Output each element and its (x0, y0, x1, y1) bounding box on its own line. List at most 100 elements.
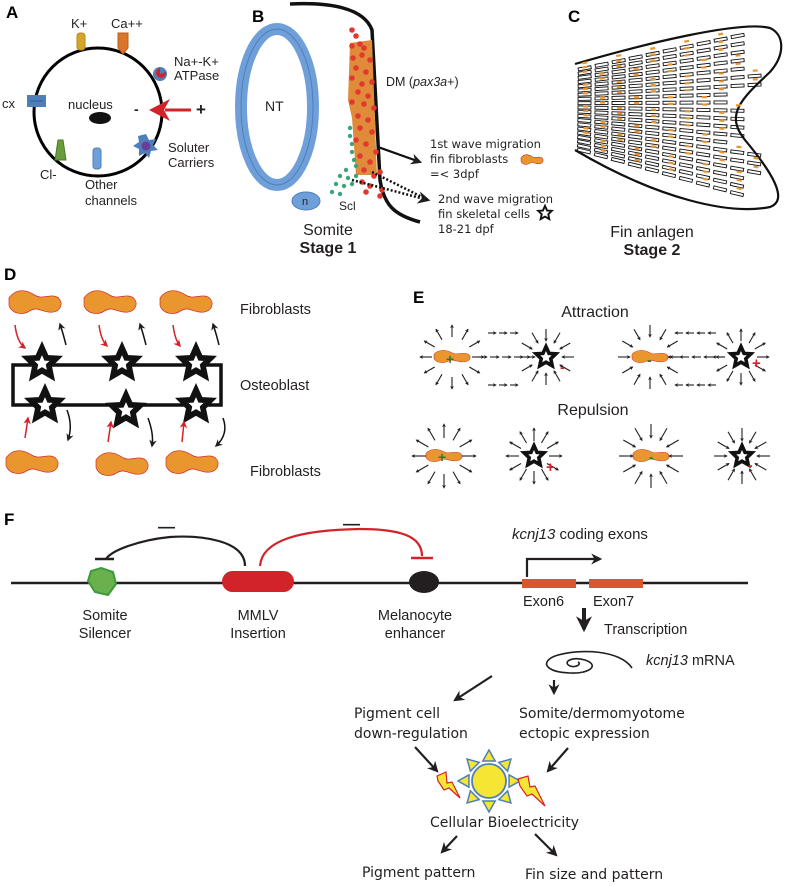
arrow-to-pigment-cell (453, 675, 493, 702)
fibroblast-icon (159, 289, 213, 315)
fin-ray-segment (713, 92, 728, 97)
fin-ray-segment (645, 130, 660, 137)
fibroblast-dot (616, 64, 622, 68)
fin-ray-segment (628, 60, 643, 67)
field-arrow (559, 342, 571, 350)
other-channels-label-1: Other (85, 177, 118, 192)
fibroblast-dot (718, 48, 724, 52)
fibroblast-dot (651, 138, 657, 142)
fin-ray-segment (611, 106, 626, 111)
sun-ray (466, 758, 481, 773)
fibroblast-dot (736, 145, 742, 149)
red-cell-dot (353, 65, 359, 71)
red-cell-dot (367, 159, 373, 165)
panel-b-label: B (252, 7, 264, 26)
red-cell-dot (369, 79, 375, 85)
fibroblast-dot (684, 39, 690, 43)
pigment-cell-label-1: Pigment cell (354, 706, 440, 722)
red-cell-dot (355, 113, 361, 119)
fin-ray-segment (628, 112, 643, 117)
sun-ray (481, 800, 497, 814)
fibroblast-dot (736, 178, 742, 182)
enhancer-minus-sign: — (343, 514, 360, 533)
red-cell-dot (357, 125, 363, 131)
red-cell-dot (359, 81, 365, 87)
fin-ray-segment (679, 64, 694, 71)
fin-ray-segment (628, 54, 643, 61)
fin-ray-segment (730, 149, 745, 155)
fibroblast-dot (616, 91, 622, 94)
red-cell-dot (365, 117, 371, 123)
field-arrow (415, 439, 429, 448)
sun-ray (497, 758, 512, 773)
green-cell-dot (337, 191, 343, 197)
red-cell-dot (350, 55, 356, 61)
connexin-label: cx (2, 96, 16, 111)
fin-ray-segment (662, 73, 677, 80)
fibroblast-icon (8, 289, 62, 315)
fibroblast-dot (684, 82, 690, 85)
somite-silencer-icon (86, 566, 118, 597)
fin-ray-segment (730, 58, 745, 64)
fin-ray-segment (678, 155, 694, 162)
fibroblast-dot (668, 128, 674, 132)
black-migration-arrow (66, 409, 74, 442)
exon7-label: Exon7 (593, 594, 634, 610)
fin-ray-segment (611, 95, 626, 100)
fin-ray-segment (730, 157, 745, 164)
exon6-icon (522, 579, 576, 588)
coding-exons-label: kcnj13 coding exons (512, 526, 648, 543)
fibroblast-dot (650, 59, 656, 63)
fibroblast-dot (583, 131, 589, 135)
mrna-spiral-icon (545, 650, 633, 674)
field-arrow (519, 468, 527, 481)
arrow-to-pigment-pattern (440, 835, 458, 854)
mmlv-label-1: MMLV (238, 608, 279, 624)
cl-channel-label: Cl- (40, 167, 57, 182)
fin-ray-segment (577, 101, 592, 106)
fin-ray-segment (577, 78, 592, 85)
fin-ray-segment (628, 128, 643, 134)
fibroblast-dot (582, 65, 588, 69)
red-cell-dot (363, 69, 369, 75)
fin-ray-segment (662, 119, 677, 125)
wave1-line3: =< 3dpf (430, 167, 480, 181)
fibroblast-dot (616, 80, 622, 84)
other-channels-label-2: channels (85, 193, 138, 208)
fin-ray-segment (628, 83, 643, 89)
fibroblast-dot (702, 133, 708, 136)
fibroblast-icon (95, 451, 149, 477)
sun-ray (481, 748, 497, 762)
fin-ray-segment (730, 32, 745, 40)
fibroblast-dot (616, 85, 622, 89)
field-arrow (716, 364, 728, 372)
fin-ray-segment (713, 139, 728, 145)
fibroblast-dot (634, 102, 640, 105)
panel-b: B NT n Scl DM (pax3a+) 1st wave migratio… (235, 1, 553, 257)
fin-ray-segment (679, 134, 694, 141)
field-arrow (469, 366, 481, 374)
fin-ray-segment (627, 161, 643, 169)
somite-silencer-label-1: Somite (82, 608, 127, 624)
fibroblast-dot (718, 40, 724, 44)
fin-ray-segment (729, 165, 745, 172)
na-k-atpase-label-1: Na+-K+ (174, 54, 219, 69)
panel-d-label: D (4, 265, 16, 284)
fin-ray-segment (696, 70, 711, 76)
fibroblast-dot (667, 96, 673, 99)
star-cell-icon (522, 443, 546, 467)
fibroblast-dot (719, 158, 725, 162)
fibroblast-dot (719, 111, 725, 115)
field-arrow (622, 366, 634, 374)
green-cell-dot (349, 181, 355, 187)
fin-ray-segment (645, 63, 660, 70)
fibroblast-dot (583, 105, 589, 108)
melanocyte-label-1: Melanocyte (378, 608, 452, 624)
fin-ray-segment (679, 100, 694, 105)
field-arrow (716, 342, 728, 350)
fin-ray-segment (594, 86, 609, 92)
panel-f: F — — Somite Silencer MMLV Insertion Mel… (4, 510, 748, 883)
field-arrow (727, 468, 735, 481)
fibroblast-dot (650, 46, 656, 50)
fibroblast-dot (651, 144, 657, 149)
